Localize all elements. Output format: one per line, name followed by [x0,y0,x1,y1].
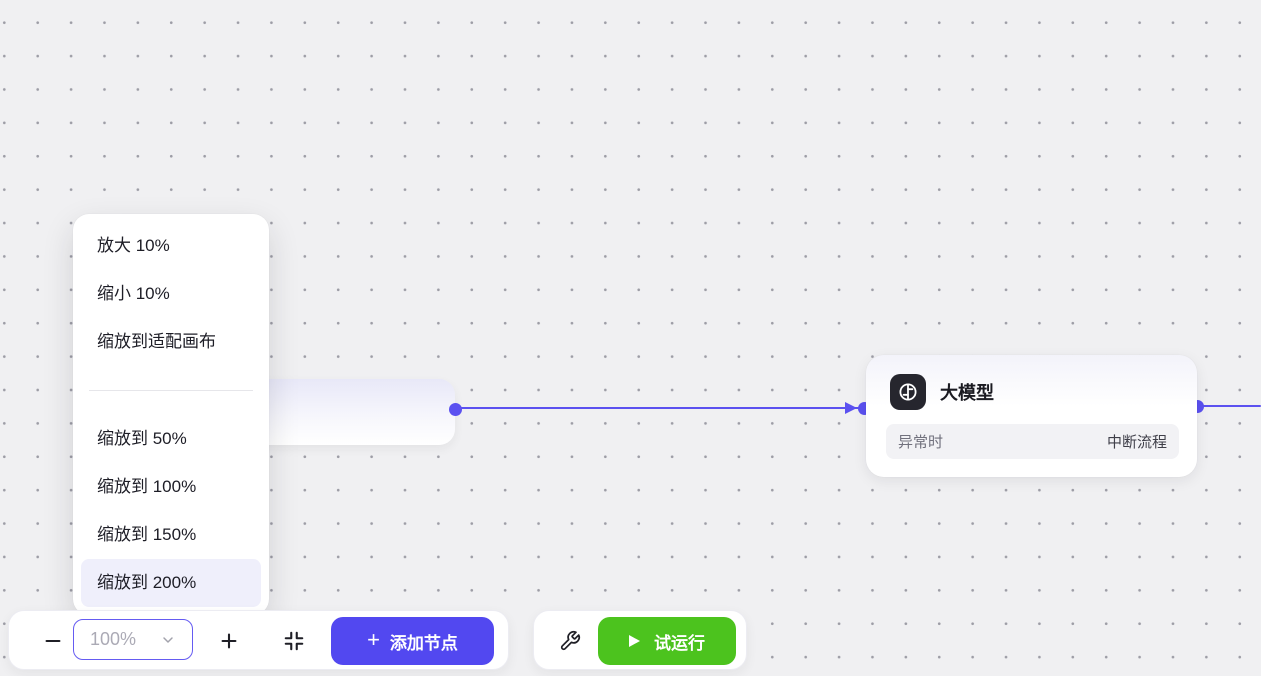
output-port-upstream[interactable] [449,403,462,416]
test-run-button[interactable]: 试运行 [598,617,736,665]
chevron-down-icon [163,636,173,643]
menu-divider [89,390,253,391]
minus-icon [45,639,61,643]
menu-item-zoom-fit[interactable]: 缩放到适配画布 [97,332,216,351]
exception-action: 中断流程 [1106,434,1167,451]
play-icon [629,635,640,647]
plus-icon [221,633,237,649]
run-toolbar: 试运行 [533,610,747,670]
fit-view-button[interactable] [281,628,307,654]
llm-node[interactable]: 大模型 异常时 中断流程 [866,355,1197,477]
zoom-level-input[interactable] [90,629,152,650]
fit-view-icon [284,631,304,651]
test-run-label: 试运行 [654,633,705,653]
menu-item-zoom-in[interactable]: 放大 10% [97,236,170,255]
menu-item-zoom-100[interactable]: 缩放到 100% [97,477,197,496]
llm-node-title: 大模型 [940,383,994,403]
add-node-button[interactable]: + 添加节点 [331,617,494,665]
menu-item-zoom-200[interactable]: 缩放到 200% [81,559,261,607]
edge-arrowhead-icon [845,401,857,414]
menu-item-zoom-150[interactable]: 缩放到 150% [97,525,197,544]
edge-llm-to-next [1197,404,1261,408]
model-icon [890,374,926,410]
edge-upstream-to-llm [455,406,865,410]
zoom-menu: 放大 10% 缩小 10% 缩放到适配画布 缩放到 50% 缩放到 100% 缩… [73,214,269,615]
llm-node-header: 大模型 [890,374,994,410]
wrench-icon [560,630,581,651]
exception-setting-row[interactable]: 异常时 中断流程 [886,424,1179,459]
zoom-out-button[interactable] [40,628,66,654]
zoom-level-dropdown[interactable] [73,619,193,660]
debug-settings-button[interactable] [557,628,583,654]
add-node-label: 添加节点 [389,633,458,653]
canvas-zoom-toolbar: + 添加节点 [8,610,509,670]
plus-icon: + [367,627,380,652]
menu-item-zoom-out[interactable]: 缩小 10% [97,284,170,303]
exception-label: 异常时 [898,434,944,451]
menu-item-zoom-50[interactable]: 缩放到 50% [97,429,187,448]
zoom-in-button[interactable] [216,628,242,654]
